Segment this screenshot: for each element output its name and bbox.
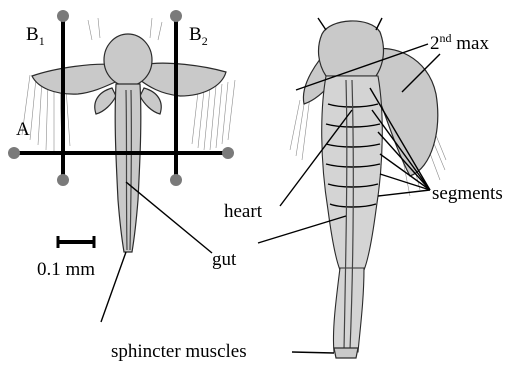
right-abdomen <box>333 268 364 352</box>
heart-label: heart <box>224 201 263 222</box>
left-maxilla-right <box>140 63 226 96</box>
sphincter-leader-left <box>101 252 126 322</box>
endpoint-dot <box>57 174 69 186</box>
endpoint-dot <box>8 147 20 159</box>
endpoint-dot <box>170 174 182 186</box>
scale-bar-label: 0.1 mm <box>37 259 95 280</box>
left-head <box>104 34 152 86</box>
right-antenna-l <box>318 18 326 30</box>
left-gut-line <box>126 90 127 250</box>
scale-bar <box>58 236 94 248</box>
sphincter-leader-right <box>292 352 334 353</box>
right-sphincter <box>334 348 358 358</box>
left-trunk <box>115 84 141 252</box>
left-specimen <box>22 18 235 252</box>
gut-label: gut <box>212 249 237 270</box>
plane-label-b2: B2 <box>189 24 208 48</box>
plane-label-a: A <box>16 119 30 140</box>
maxilla-label: 2nd max <box>430 31 489 54</box>
gut-leader-left <box>126 182 212 253</box>
left-appendage-l <box>95 88 116 114</box>
plane-label-b1: B1 <box>26 24 45 48</box>
endpoint-dot <box>222 147 234 159</box>
left-appendage-r <box>140 88 161 114</box>
segments-label: segments <box>432 183 503 204</box>
segments-leader <box>378 190 430 196</box>
endpoint-dot <box>57 10 69 22</box>
sphincter-label: sphincter muscles <box>111 341 247 362</box>
right-antenna-r <box>376 18 382 30</box>
endpoint-dot <box>170 10 182 22</box>
right-head <box>319 21 384 76</box>
gut-callout: gut <box>126 182 346 270</box>
